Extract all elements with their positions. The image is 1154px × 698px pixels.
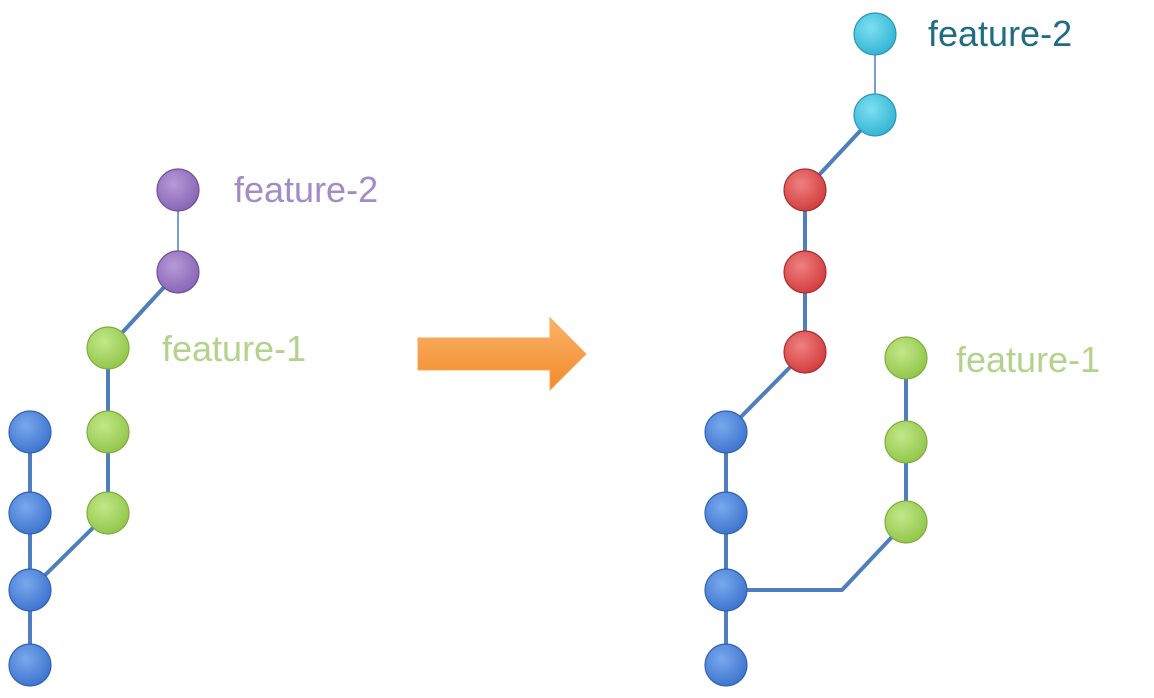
before-main-commit-3 bbox=[8, 568, 52, 612]
after-edge-branch-f1 bbox=[724, 520, 908, 592]
after-main-commit-2 bbox=[704, 491, 748, 535]
after-main-commit-3 bbox=[704, 568, 748, 612]
after-feature-1-commit-2 bbox=[884, 420, 928, 464]
before-label-feature-2: feature-2 bbox=[234, 169, 378, 210]
before-main-commit-4 bbox=[8, 643, 52, 687]
before-feature-1-commit-2 bbox=[86, 410, 130, 454]
after-feature-2-commit-1 bbox=[853, 93, 897, 137]
after-graph: feature-1 feature-2 bbox=[704, 12, 1100, 687]
before-graph: feature-1 feature-2 bbox=[8, 168, 378, 687]
after-feature-1-commit-3 bbox=[884, 336, 928, 380]
before-feature-2-commit-2 bbox=[156, 168, 200, 212]
after-label-feature-2: feature-2 bbox=[928, 13, 1072, 54]
right-arrow-icon bbox=[417, 316, 587, 392]
before-main-commit-1 bbox=[8, 410, 52, 454]
after-rebased-commit-1 bbox=[783, 330, 827, 374]
after-label-feature-1: feature-1 bbox=[956, 339, 1100, 380]
before-feature-1-commit-1 bbox=[86, 491, 130, 535]
before-label-feature-1: feature-1 bbox=[162, 328, 306, 369]
after-feature-1-commit-1 bbox=[884, 500, 928, 544]
before-feature-1-commit-3 bbox=[86, 326, 130, 370]
before-feature-2-commit-1 bbox=[156, 250, 200, 294]
after-main-commit-1 bbox=[704, 410, 748, 454]
after-rebased-commit-3 bbox=[783, 168, 827, 212]
before-main-commit-2 bbox=[8, 491, 52, 535]
after-rebased-commit-2 bbox=[783, 250, 827, 294]
after-feature-2-commit-2 bbox=[853, 12, 897, 56]
after-main-commit-4 bbox=[704, 643, 748, 687]
